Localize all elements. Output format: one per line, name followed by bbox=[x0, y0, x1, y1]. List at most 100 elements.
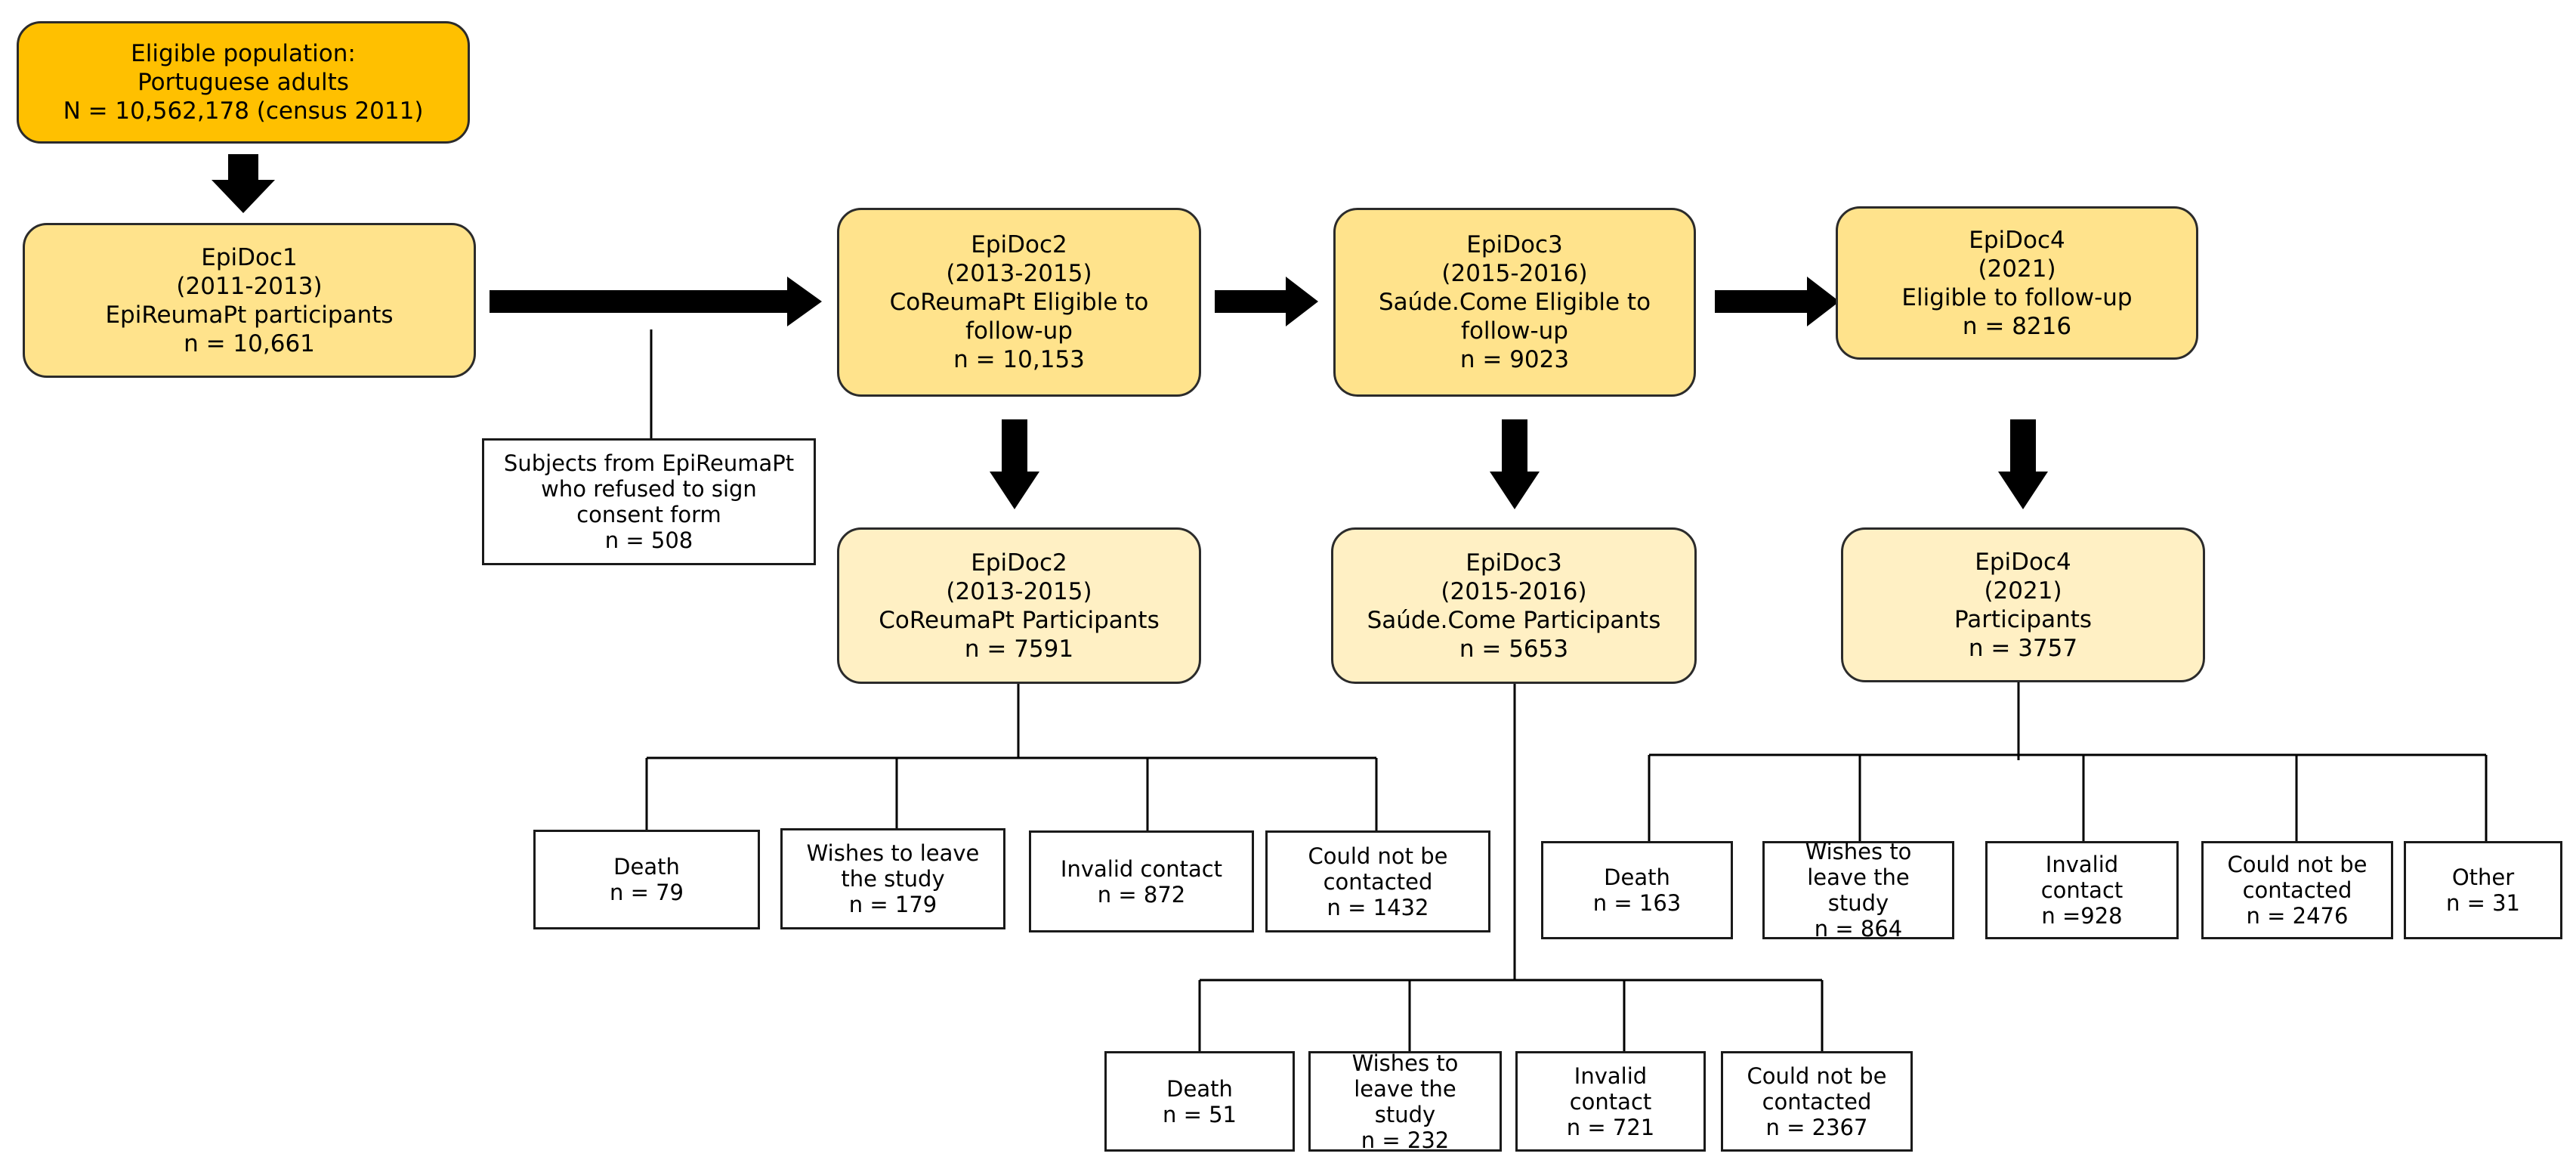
line: (2021) bbox=[1984, 577, 2062, 605]
epidoc3-death-box: Death n = 51 bbox=[1104, 1051, 1295, 1152]
arrow-right-epidoc3 bbox=[1715, 277, 1839, 326]
line: follow-up bbox=[965, 317, 1073, 345]
eligible-population-box: Eligible population: Portuguese adults N… bbox=[17, 21, 470, 144]
line: n = 10,661 bbox=[184, 329, 315, 357]
epidoc4-death-box: Death n = 163 bbox=[1541, 841, 1733, 939]
line: n = 232 bbox=[1361, 1127, 1450, 1153]
line: n = 508 bbox=[604, 527, 693, 553]
line: n = 51 bbox=[1162, 1101, 1237, 1127]
line: EpiDoc3 bbox=[1466, 549, 1562, 577]
line: n =928 bbox=[2041, 903, 2123, 929]
line: EpiDoc2 bbox=[971, 549, 1067, 577]
line: Participants bbox=[1954, 605, 2093, 633]
line: EpiDoc1 bbox=[201, 243, 298, 271]
line: n = 31 bbox=[2445, 890, 2521, 916]
line: n = 163 bbox=[1592, 890, 1682, 916]
arrow-down-population bbox=[212, 154, 275, 213]
epidoc2-participants-box: EpiDoc2 (2013-2015) CoReumaPt Participan… bbox=[837, 527, 1201, 684]
line: Invalid bbox=[1574, 1062, 1648, 1089]
line: n = 3757 bbox=[1968, 634, 2078, 662]
line: n = 2476 bbox=[2246, 903, 2349, 929]
line: study bbox=[1374, 1101, 1436, 1127]
line: Invalid bbox=[2045, 852, 2119, 877]
line: n = 872 bbox=[1097, 881, 1186, 908]
line: n = 5653 bbox=[1459, 635, 1569, 663]
arrow-down-epidoc3 bbox=[1490, 419, 1540, 509]
line: (2013-2015) bbox=[946, 577, 1092, 605]
epidoc2-invalid-box: Invalid contact n = 872 bbox=[1029, 830, 1254, 932]
line: n = 2367 bbox=[1765, 1114, 1868, 1140]
epidoc3-invalid-box: Invalid contact n = 721 bbox=[1515, 1051, 1706, 1152]
line: contacted bbox=[1323, 868, 1433, 895]
line: study bbox=[1827, 890, 1889, 916]
line: the study bbox=[841, 866, 945, 892]
arrow-right-epidoc1 bbox=[490, 277, 822, 326]
line: (2011-2013) bbox=[176, 272, 323, 300]
line: n = 79 bbox=[609, 880, 684, 905]
line: Death bbox=[1166, 1075, 1233, 1102]
line: Wishes to bbox=[1805, 839, 1912, 864]
epidoc4-invalid-box: Invalid contact n =928 bbox=[1985, 841, 2179, 939]
line: n = 1432 bbox=[1327, 894, 1429, 920]
line: n = 864 bbox=[1814, 916, 1903, 942]
line: follow-up bbox=[1461, 317, 1568, 345]
line: (2015-2016) bbox=[1441, 577, 1587, 605]
line: EpiDoc2 bbox=[971, 231, 1067, 258]
epidoc2-notcontacted-box: Could not be contacted n = 1432 bbox=[1265, 830, 1490, 932]
line: (2015-2016) bbox=[1441, 260, 1588, 287]
refused-consent-box: Subjects from EpiReumaPt who refused to … bbox=[482, 438, 816, 565]
epidoc2-eligible-box: EpiDoc2 (2013-2015) CoReumaPt Eligible t… bbox=[837, 208, 1201, 397]
line: Death bbox=[1604, 864, 1670, 890]
line: CoReumaPt Participants bbox=[879, 606, 1160, 634]
line: N = 10,562,178 (census 2011) bbox=[63, 97, 424, 125]
line: CoReumaPt Eligible to bbox=[889, 289, 1149, 316]
epidoc4-participants-box: EpiDoc4 (2021) Participants n = 3757 bbox=[1841, 527, 2205, 682]
line: Subjects from EpiReumaPt bbox=[503, 450, 795, 476]
line: consent form bbox=[576, 502, 721, 527]
line: EpiDoc4 bbox=[1969, 226, 2065, 254]
epidoc3-eligible-box: EpiDoc3 (2015-2016) Saúde.Come Eligible … bbox=[1333, 208, 1696, 397]
line: who refused to sign bbox=[541, 476, 757, 502]
line: contacted bbox=[1762, 1088, 1872, 1115]
line: n = 10,153 bbox=[953, 346, 1085, 373]
line: EpiDoc3 bbox=[1466, 231, 1563, 258]
line: Portuguese adults bbox=[137, 69, 349, 96]
epidoc3-wishes-box: Wishes to leave the study n = 232 bbox=[1308, 1050, 1502, 1153]
line: Could not be bbox=[2227, 852, 2368, 877]
tree-lines bbox=[645, 329, 2488, 1053]
line: n = 7591 bbox=[964, 635, 1074, 663]
epidoc2-wishes-box: Wishes to leave the study n = 179 bbox=[780, 828, 1005, 929]
line: Eligible to follow-up bbox=[1901, 283, 2133, 311]
line: Could not be bbox=[1747, 1062, 1887, 1089]
line: contact bbox=[1569, 1088, 1652, 1115]
line: EpiReumaPt participants bbox=[105, 301, 394, 329]
line: n = 8216 bbox=[1962, 312, 2072, 340]
arrow-down-epidoc4 bbox=[1998, 419, 2048, 509]
line: Death bbox=[613, 854, 680, 880]
line: Invalid contact bbox=[1060, 855, 1223, 882]
arrow-right-epidoc2 bbox=[1215, 277, 1318, 326]
epidoc1-box: EpiDoc1 (2011-2013) EpiReumaPt participa… bbox=[23, 223, 476, 378]
arrows bbox=[212, 154, 2048, 509]
line: contact bbox=[2040, 877, 2124, 903]
line: n = 721 bbox=[1566, 1114, 1655, 1140]
line: n = 9023 bbox=[1459, 346, 1570, 373]
epidoc4-other-box: Other n = 31 bbox=[2404, 841, 2562, 939]
line: EpiDoc4 bbox=[1975, 548, 2071, 576]
arrow-down-epidoc2 bbox=[990, 419, 1039, 509]
line: (2013-2015) bbox=[946, 260, 1092, 287]
epidoc4-notcontacted-box: Could not be contacted n = 2476 bbox=[2201, 841, 2393, 939]
line: (2021) bbox=[1978, 255, 2056, 283]
line: leave the bbox=[1354, 1075, 1456, 1102]
line: Other bbox=[2451, 864, 2515, 890]
line: Wishes to bbox=[1351, 1050, 1459, 1076]
line: n = 179 bbox=[848, 892, 937, 917]
line: Wishes to leave bbox=[806, 840, 980, 866]
line: Eligible population: bbox=[131, 40, 356, 67]
line: leave the bbox=[1807, 864, 1910, 890]
line: Saúde.Come Eligible to bbox=[1378, 289, 1651, 316]
epidoc3-notcontacted-box: Could not be contacted n = 2367 bbox=[1721, 1051, 1913, 1152]
line: Saúde.Come Participants bbox=[1367, 606, 1661, 634]
